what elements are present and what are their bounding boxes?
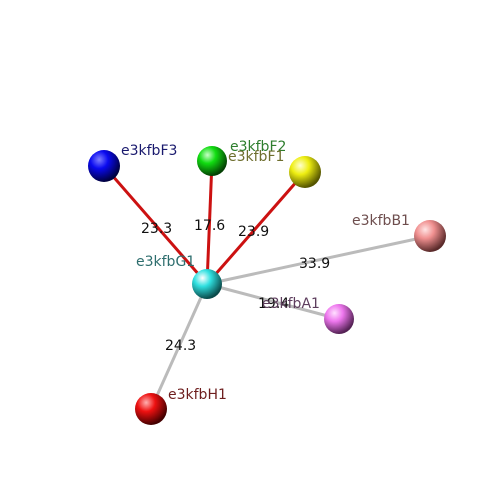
atom-H1[interactable] (135, 393, 167, 425)
atom-F3[interactable] (88, 150, 120, 182)
atom-B1[interactable] (414, 220, 446, 252)
atom-label-F3: e3kfbF3 (121, 143, 177, 159)
bond-G1-H1 (149, 282, 209, 411)
atom-label-F2: e3kfbF2 (230, 139, 286, 155)
atom-A1[interactable] (324, 304, 354, 334)
atom-labels: e3kfbF3 e3kfbF2 e3kfbF1 e3kfbB1 e3kfbA1 … (121, 139, 410, 403)
distance-labels: 23.3 17.6 23.9 33.9 19.4 24.3 (141, 218, 330, 354)
atom-F2[interactable] (197, 146, 227, 176)
atom-G1[interactable] (192, 269, 222, 299)
bond-G1-F2 (205, 159, 214, 286)
atom-F1[interactable] (289, 156, 321, 188)
atom-label-H1: e3kfbH1 (168, 387, 227, 403)
distance-label-A1: 19.4 (258, 296, 289, 312)
distance-label-F3: 23.3 (141, 221, 172, 237)
bond-G1-F3 (102, 164, 209, 286)
atom-label-A1: e3kfbA1 (262, 296, 320, 312)
bond-G1-A1 (205, 282, 341, 321)
bond-G1-F1 (205, 170, 307, 286)
bonds (102, 159, 432, 411)
atom-label-G1: e3kfbG1 (136, 254, 195, 270)
distance-label-F2: 17.6 (194, 218, 225, 234)
distance-label-F1: 23.9 (238, 224, 269, 240)
atoms (88, 146, 446, 425)
bond-G1-B1 (205, 234, 432, 286)
distance-label-B1: 33.9 (299, 256, 330, 272)
atom-label-B1: e3kfbB1 (352, 213, 410, 229)
distance-label-H1: 24.3 (165, 338, 196, 354)
atom-label-F1: e3kfbF1 (228, 149, 284, 165)
